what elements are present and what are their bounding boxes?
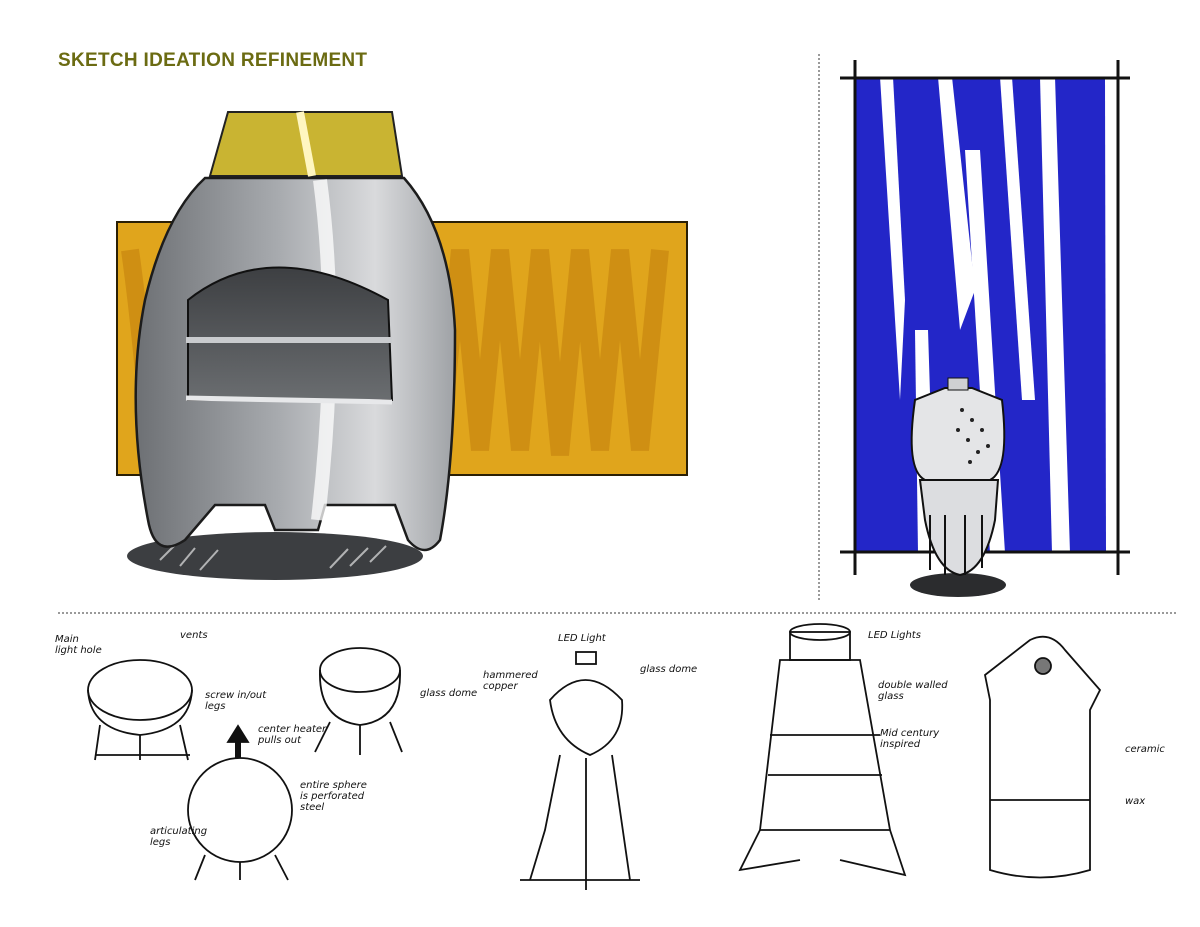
label-wax: wax <box>1125 796 1146 807</box>
hero-window <box>187 266 394 401</box>
label-glass-dome-2: glass dome <box>640 664 698 675</box>
horizontal-divider <box>58 612 1176 614</box>
label-ceramic: ceramic <box>1125 744 1165 755</box>
label-glass-dome-1: glass dome <box>420 688 478 699</box>
mid-century-sketch <box>738 623 907 877</box>
label-mid-century: Mid century inspired <box>880 728 940 750</box>
label-led-light: LED Light <box>558 633 606 644</box>
label-main-light-hole: Main light hole <box>55 634 102 656</box>
label-screw-legs: screw in/out legs <box>205 690 267 712</box>
label-hammered-copper: hammered copper <box>483 670 538 692</box>
label-double-walled: double walled glass <box>878 680 948 702</box>
sphere-heater-sketch <box>87 647 403 881</box>
label-led-lights: LED Lights <box>868 630 921 641</box>
label-center-heater: center heater pulls out <box>258 724 327 746</box>
perforated-heater <box>910 377 1006 597</box>
label-vents: vents <box>180 630 208 641</box>
ceramic-wax-sketch <box>984 635 1102 879</box>
page-title: SKETCH IDEATION REFINEMENT <box>58 50 368 71</box>
vertical-divider <box>818 54 820 600</box>
label-entire-sphere: entire sphere is perforated steel <box>300 780 367 813</box>
white-zigzag-marks <box>880 77 1118 553</box>
label-articulating-legs: articulating legs <box>150 826 208 848</box>
glass-dome-sketch <box>520 651 640 890</box>
